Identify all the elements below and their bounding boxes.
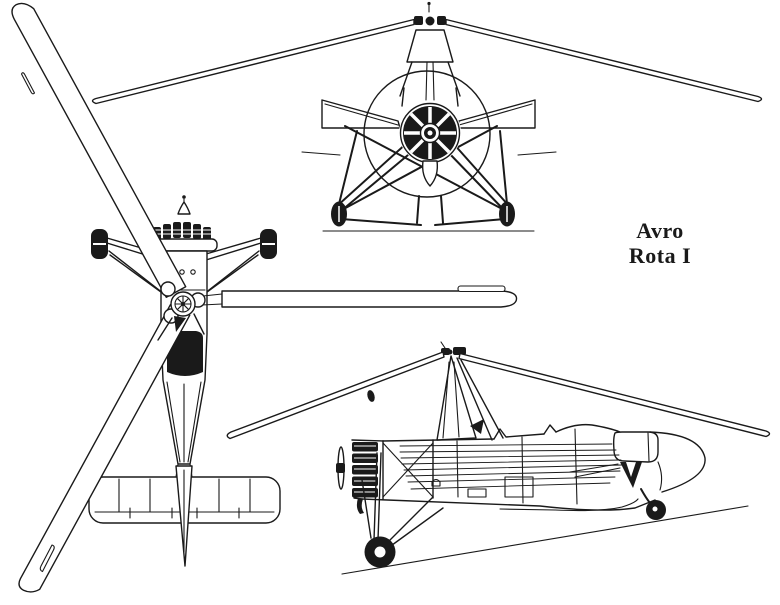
- plan-cockpit-detail: [179, 269, 185, 275]
- front-intake-fairing: [421, 160, 439, 187]
- title-line-1: Avro: [636, 218, 684, 243]
- side-fuselage: [351, 423, 706, 512]
- side-frames: [456, 428, 578, 505]
- front-rotor-hub: [414, 1, 446, 26]
- side-stringers: [399, 443, 623, 490]
- front-rotor-blade-left: [91, 18, 415, 105]
- plan-prop-boss: [182, 195, 186, 199]
- title-block: Avro Rota I: [610, 218, 710, 268]
- plan-engine-cylinders: [153, 222, 211, 241]
- plan-blade-tab-right: [457, 285, 506, 293]
- front-brace-strut: [339, 125, 498, 212]
- plan-rotor-head: [157, 281, 206, 341]
- side-rotor-hub: [440, 341, 466, 355]
- front-rotor-pylon: [399, 29, 461, 107]
- side-exhaust: [356, 498, 364, 514]
- plan-blade-tab-upper: [20, 72, 36, 95]
- side-ground-line: [341, 505, 749, 575]
- side-engine: [336, 442, 378, 514]
- front-view-drawing: [91, 1, 763, 232]
- front-engine: [399, 102, 461, 164]
- side-rotor-pylon: [436, 355, 504, 441]
- side-view-drawing: [226, 341, 771, 575]
- side-tail-cone: [649, 431, 706, 493]
- plan-cockpit-opening: [167, 331, 203, 376]
- side-gear-struts: [361, 452, 444, 549]
- front-rotor-blade-right: [445, 18, 763, 103]
- plan-rotor-blade-lower: [18, 304, 191, 593]
- side-rotor-blade-right: [458, 352, 771, 438]
- plan-tailplane-ribs: [118, 478, 251, 519]
- top-view-drawing: [11, 2, 518, 593]
- plan-rotor-blade-upper: [11, 2, 187, 298]
- side-door-panel: [504, 476, 534, 498]
- title-line-2: Rota I: [628, 243, 692, 268]
- plan-blade-tab-lower: [39, 544, 55, 573]
- front-propeller-disc: [363, 70, 491, 198]
- plan-spinner: [177, 201, 191, 215]
- plan-rotor-blade-right: [221, 290, 518, 308]
- side-blade-damper: [367, 390, 375, 402]
- front-gear-struts: [336, 130, 510, 226]
- side-rotor-blade-left: [226, 351, 445, 440]
- side-tailwheel-strut: [640, 488, 651, 504]
- side-v-marking: [620, 462, 642, 488]
- side-fin: [612, 431, 659, 463]
